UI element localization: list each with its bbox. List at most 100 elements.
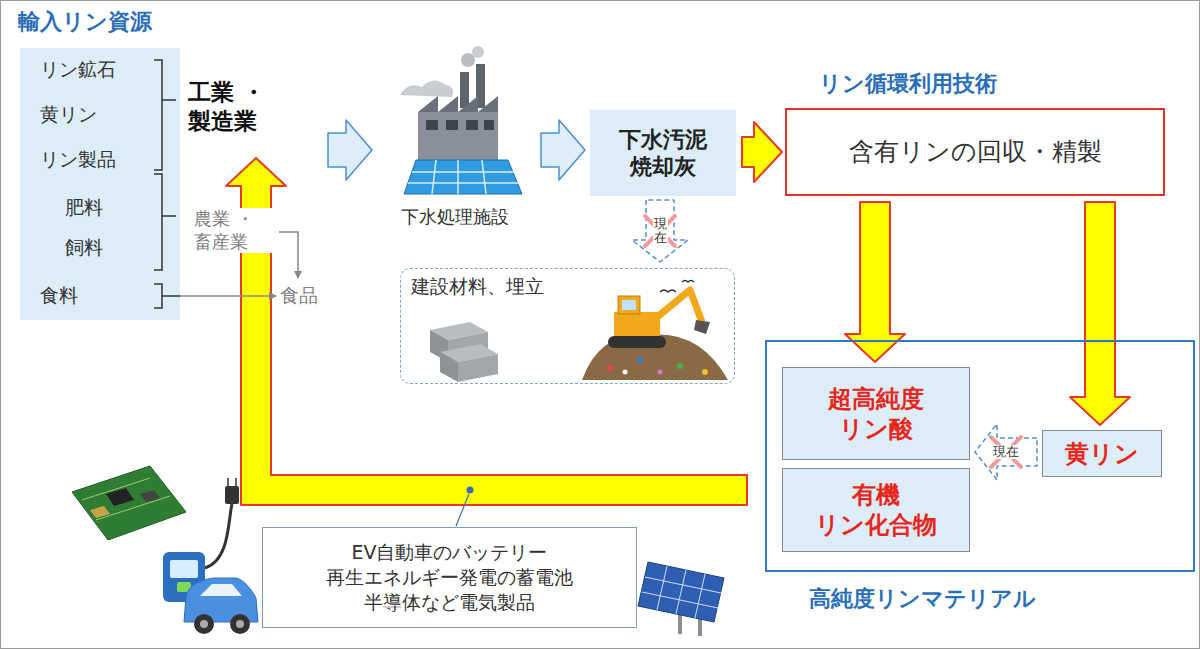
node-text: 含有リンの回収・精製 [849, 136, 1102, 167]
leader-line [456, 494, 469, 526]
charger-car [200, 584, 242, 596]
resource-panel: 輸入リン資源リン鉱石黄リンリン製品肥料飼料食料 [20, 48, 180, 320]
solar-panel [638, 562, 724, 622]
node-text: 超高純度 リン酸 [812, 384, 939, 444]
concrete-blocks [440, 352, 458, 382]
charger-car [225, 486, 239, 504]
landfill-excavator [694, 320, 710, 334]
charger-car [170, 560, 198, 578]
circuit-board [82, 478, 170, 520]
node-text: 下水処理施設 [401, 206, 509, 229]
circuit-board [72, 466, 186, 540]
cross-mark [645, 216, 675, 246]
flow-arrow [1070, 202, 1130, 425]
landfill-excavator [637, 357, 643, 363]
landfill-excavator [607, 365, 613, 371]
callout-box: EV自動車のバッテリー 再生エネルギー発電の蓄電池 半導体など電気製品 [262, 527, 637, 628]
charger-car [236, 620, 244, 628]
material-box: 有機 リン化合物 [782, 468, 970, 552]
charger-car [230, 614, 250, 634]
landfill-excavator [656, 290, 702, 322]
leader-line [456, 487, 474, 527]
flow-arrow [845, 202, 905, 362]
factory-icon [418, 112, 498, 160]
flow-arrow [742, 122, 782, 182]
factory-icon [460, 72, 469, 108]
grey-arrow [180, 295, 276, 297]
group-box: 高純度リンマテリアル超高純度 リン酸有機 リン化合物黄リン [765, 340, 1195, 572]
landfill-excavator [614, 312, 660, 336]
grey-arrow [272, 232, 298, 278]
factory-icon [446, 120, 458, 130]
cross-mark [991, 437, 1021, 467]
landfill-excavator [622, 300, 636, 310]
node-text: リン鉱石 [40, 58, 116, 82]
charger-car [184, 578, 258, 622]
sector-label: 農業 ・畜産業 [192, 208, 279, 253]
factory-icon [484, 120, 494, 130]
node-text: 工業 ・製造業 [188, 78, 294, 136]
solar-panel [638, 562, 724, 636]
landfill-excavator [658, 370, 663, 375]
factory-icon [472, 46, 484, 58]
material-box: 黄リン [1042, 430, 1162, 477]
leader-line [467, 487, 474, 494]
cross-mark [645, 216, 675, 246]
edge-label: 現在 [992, 445, 1020, 459]
material-box: 超高純度 リン酸 [782, 367, 970, 460]
process-box: 下水汚泥 焼却灰 [590, 110, 736, 196]
flow-arrow [328, 120, 372, 180]
node-text: 食料 [40, 284, 78, 308]
bracket [154, 60, 176, 170]
landfill-excavator [702, 369, 708, 375]
flow-arrow [975, 424, 1037, 480]
factory-icon [400, 80, 453, 97]
heading-text: 輸入リン資源 [18, 8, 152, 36]
factory-icon [404, 160, 522, 194]
landfill-excavator [677, 363, 683, 369]
flow-arrow [541, 120, 585, 180]
node-text: 建設材料、埋立 [411, 275, 544, 299]
charger-car [194, 614, 214, 634]
concrete-blocks [430, 322, 498, 382]
disposal-box: 建設材料、埋立 [400, 268, 735, 384]
sector-label: 工業 ・製造業 [188, 70, 310, 144]
node-text: 下水汚泥 焼却灰 [612, 126, 713, 181]
charger-car [205, 504, 232, 568]
circuit-board [72, 466, 186, 540]
node-text: 黄リン [1065, 439, 1139, 469]
cross-mark [991, 437, 1021, 467]
heading-text: 高純度リンマテリアル [809, 585, 1036, 613]
charger-car [228, 478, 236, 486]
process-box: リン循環利用技術含有リンの回収・精製 [785, 108, 1165, 196]
bracket [154, 174, 176, 270]
landfill-excavator [582, 281, 728, 381]
node-text: 黄リン [40, 103, 97, 127]
factory-icon [400, 46, 522, 194]
flow-arrow [632, 200, 688, 262]
node-text: EV自動車のバッテリー 再生エネルギー発電の蓄電池 半導体など電気製品 [317, 540, 583, 614]
solar-panel [642, 566, 721, 618]
node-text: リン製品 [40, 148, 116, 172]
flow-arrow [226, 158, 747, 505]
landfill-excavator [582, 335, 728, 380]
factory-icon [408, 160, 518, 194]
charger-car [200, 620, 208, 628]
bracket [154, 284, 180, 308]
factory-icon [418, 96, 498, 112]
heading-text: リン循環利用技術 [819, 70, 997, 98]
factory-icon [426, 120, 438, 130]
landfill-excavator [618, 296, 640, 314]
concrete-blocks [458, 354, 498, 382]
edge-label: 現在 [653, 217, 668, 246]
node-text: 有機 リン化合物 [812, 480, 939, 540]
node-text: 肥料 [65, 196, 103, 220]
facility-node: 下水処理施設 [372, 68, 537, 230]
landfill-excavator [660, 281, 694, 293]
node-text: 飼料 [65, 236, 103, 260]
landfill-excavator [608, 336, 666, 348]
product-label: 食品 [280, 284, 318, 308]
